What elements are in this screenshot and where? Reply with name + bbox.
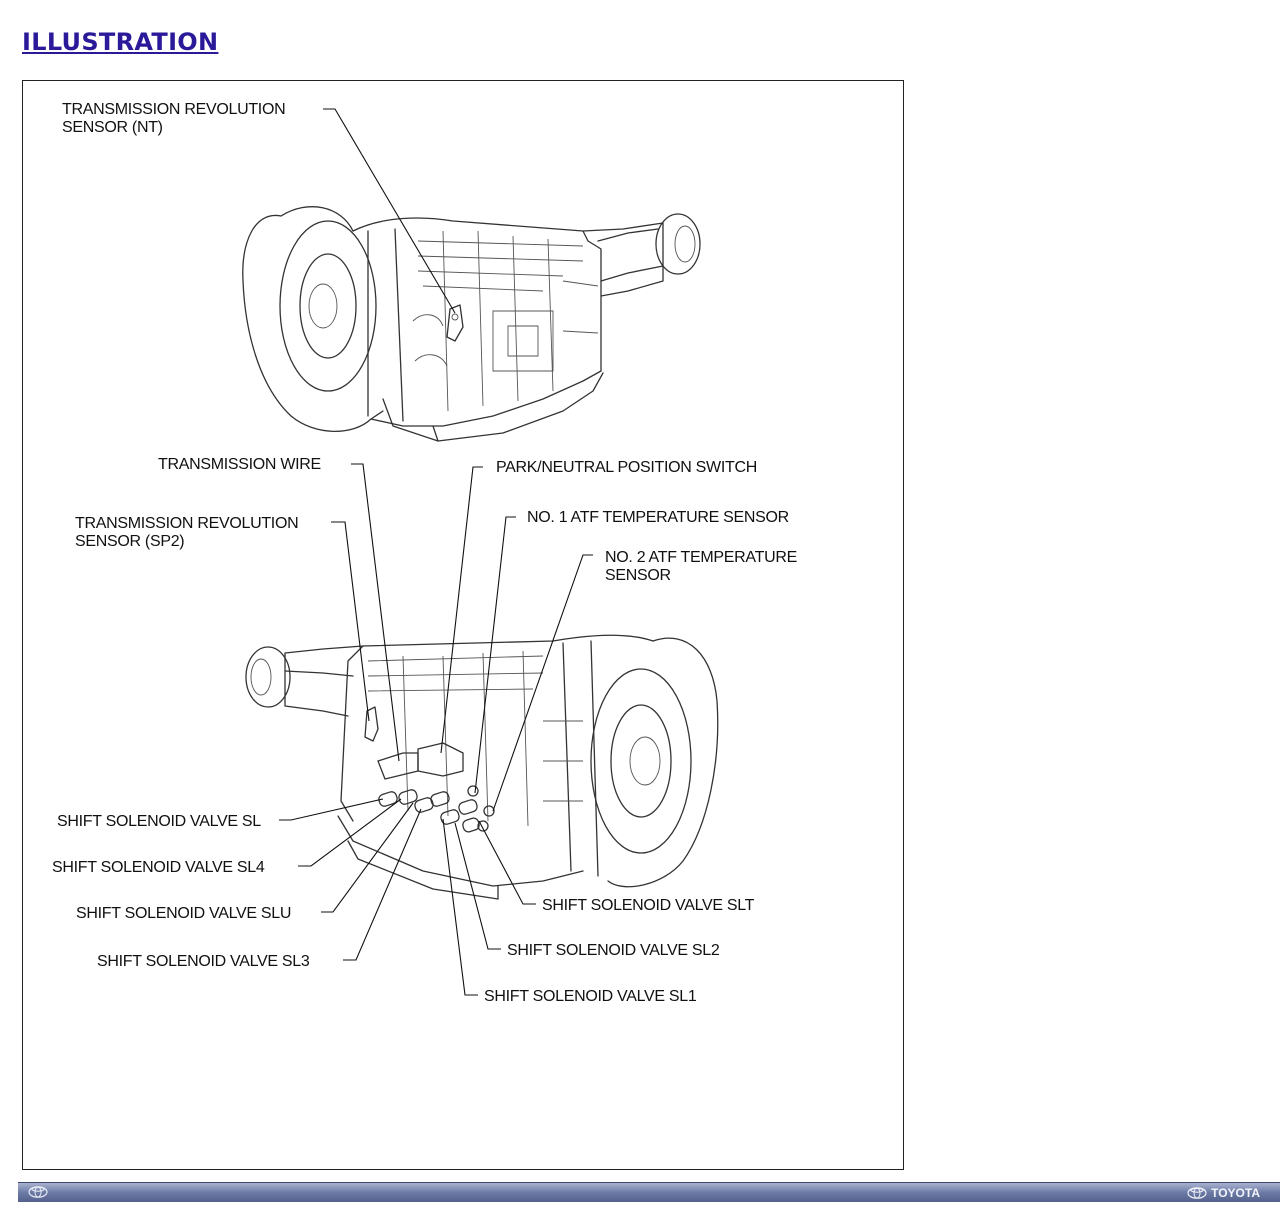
label-sp2-sensor-line2: SENSOR (SP2) bbox=[75, 533, 184, 550]
transmission-diagram: TRANSMISSION REVOLUTION SENSOR (NT) TRAN… bbox=[52, 101, 797, 1005]
label-atf-sensor-1: NO. 1 ATF TEMPERATURE SENSOR bbox=[527, 509, 789, 526]
footer-brand-text: TOYOTA bbox=[1211, 1186, 1260, 1200]
label-atf-sensor-2-line2: SENSOR bbox=[605, 567, 671, 584]
footer-bar: TOYOTA bbox=[18, 1182, 1280, 1202]
toyota-logo-icon bbox=[1187, 1187, 1207, 1199]
label-valve-slt: SHIFT SOLENOID VALVE SLT bbox=[542, 897, 755, 914]
label-pnp-switch: PARK/NEUTRAL POSITION SWITCH bbox=[496, 459, 757, 476]
transmission-bottom-drawing bbox=[245, 634, 719, 900]
label-transmission-wire: TRANSMISSION WIRE bbox=[158, 456, 321, 473]
footer-brand[interactable]: TOYOTA bbox=[1187, 1185, 1260, 1201]
label-atf-sensor-2-line1: NO. 2 ATF TEMPERATURE bbox=[605, 549, 797, 566]
toyota-logo-icon bbox=[28, 1186, 48, 1198]
diagram-labels: TRANSMISSION REVOLUTION SENSOR (NT) TRAN… bbox=[52, 101, 797, 1005]
label-nt-sensor-line1: TRANSMISSION REVOLUTION bbox=[62, 101, 285, 118]
solenoid-cluster bbox=[378, 785, 495, 833]
transmission-top-drawing bbox=[242, 206, 701, 442]
illustration-frame: TRANSMISSION REVOLUTION SENSOR (NT) TRAN… bbox=[22, 80, 904, 1170]
label-valve-sl4: SHIFT SOLENOID VALVE SL4 bbox=[52, 859, 265, 876]
page-title[interactable]: ILLUSTRATION bbox=[22, 28, 219, 56]
label-valve-sl3: SHIFT SOLENOID VALVE SL3 bbox=[97, 953, 310, 970]
leader-lines bbox=[279, 108, 593, 996]
label-valve-slu: SHIFT SOLENOID VALVE SLU bbox=[76, 905, 291, 922]
label-valve-sl2: SHIFT SOLENOID VALVE SL2 bbox=[507, 942, 720, 959]
label-sp2-sensor-line1: TRANSMISSION REVOLUTION bbox=[75, 515, 298, 532]
label-valve-sl: SHIFT SOLENOID VALVE SL bbox=[57, 813, 261, 830]
label-valve-sl1: SHIFT SOLENOID VALVE SL1 bbox=[484, 988, 697, 1005]
label-nt-sensor-line2: SENSOR (NT) bbox=[62, 119, 163, 136]
